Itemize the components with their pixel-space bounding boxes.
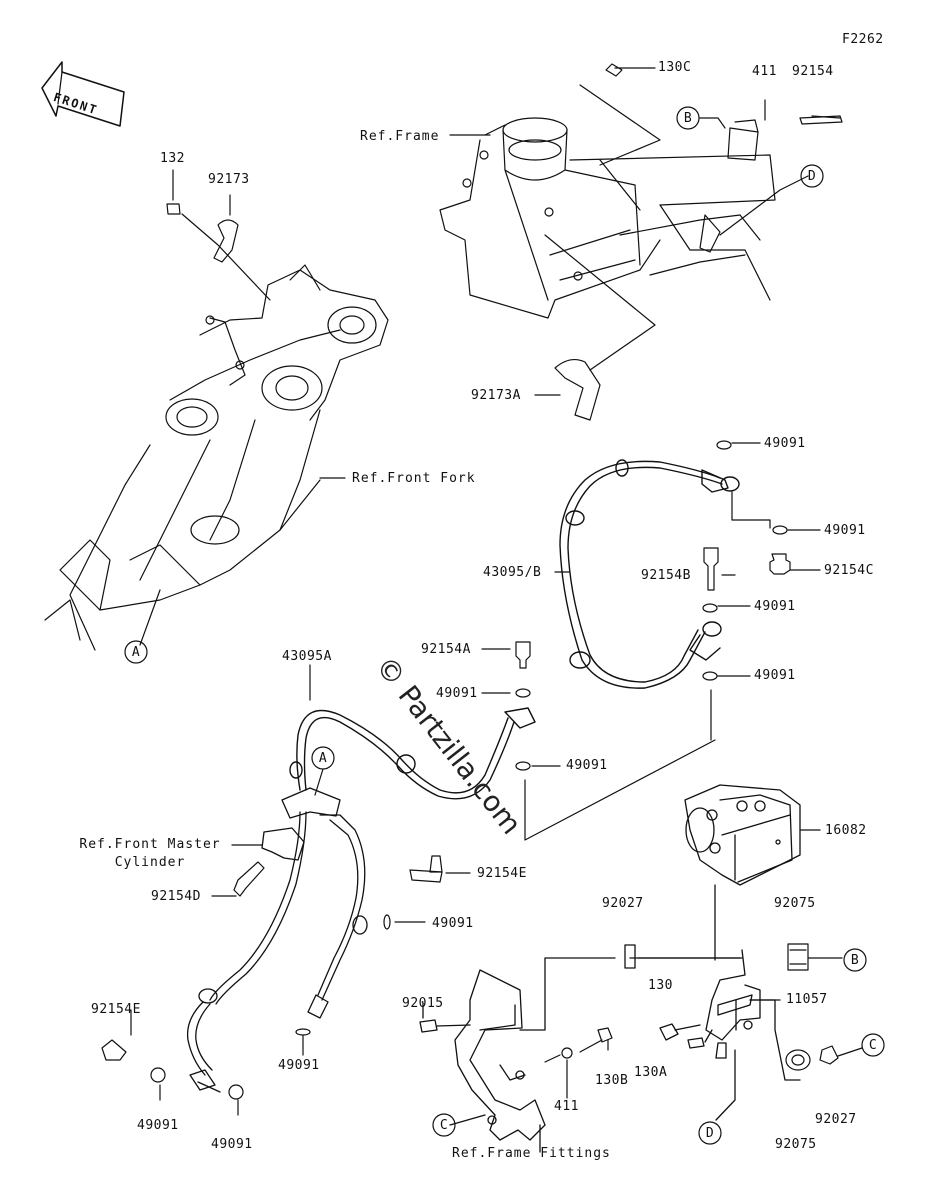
callout-a: A xyxy=(131,645,141,660)
leader-lines-top xyxy=(449,63,843,396)
part-130c: 130C xyxy=(658,60,692,75)
callout-d: D xyxy=(705,1126,715,1141)
part-49091: 49091 xyxy=(432,916,474,931)
callout-a: A xyxy=(318,751,328,766)
part-49091: 49091 xyxy=(211,1137,253,1152)
part-92154e: 92154E xyxy=(477,866,527,881)
part-130b: 130B xyxy=(595,1073,629,1088)
part-49091: 49091 xyxy=(754,599,796,614)
part-132: 132 xyxy=(160,151,185,166)
part-92027: 92027 xyxy=(602,896,644,911)
ref-front-master-cylinder: Ref.Front Master xyxy=(79,837,221,852)
part-92154d: 92154D xyxy=(151,889,201,904)
part-411: 411 xyxy=(554,1099,579,1114)
part-49091: 49091 xyxy=(754,668,796,683)
part-92154e: 92154E xyxy=(91,1002,141,1017)
front-arrow-icon xyxy=(41,61,125,127)
callout-b: B xyxy=(683,111,693,126)
part-16082: 16082 xyxy=(825,823,867,838)
part-11057: 11057 xyxy=(786,992,828,1007)
part-43095b: 43095/B xyxy=(483,565,542,580)
figure-code: F2262 xyxy=(842,32,884,47)
part-92075: 92075 xyxy=(774,896,816,911)
abs-bracket-11057 xyxy=(519,884,801,1121)
part-92075: 92075 xyxy=(775,1137,817,1152)
brake-hose-43095b xyxy=(559,459,740,689)
ref-front-fork: Ref.Front Fork xyxy=(352,471,476,486)
brake-hose-43095a xyxy=(289,707,536,800)
callout-circles xyxy=(124,106,885,1145)
ref-front-master-cylinder-line2: Cylinder xyxy=(114,855,186,870)
frame-fittings-bracket xyxy=(419,969,546,1153)
abs-hydraulic-unit xyxy=(684,784,821,886)
callout-d: D xyxy=(807,169,817,184)
callout-b: B xyxy=(850,953,860,968)
leader-lines-mid xyxy=(130,648,716,1116)
banjo-bolts xyxy=(101,115,841,1061)
part-92027: 92027 xyxy=(815,1112,857,1127)
ref-frame-fittings: Ref.Frame Fittings xyxy=(452,1146,611,1161)
part-49091: 49091 xyxy=(137,1118,179,1133)
part-92015: 92015 xyxy=(402,996,444,1011)
frame-illustration xyxy=(439,117,776,319)
part-92154a: 92154A xyxy=(421,642,471,657)
part-49091: 49091 xyxy=(436,686,478,701)
part-92173: 92173 xyxy=(208,172,250,187)
part-92173a: 92173A xyxy=(471,388,521,403)
part-49091: 49091 xyxy=(566,758,608,773)
part-92154: 92154 xyxy=(792,64,834,79)
grommets xyxy=(637,943,863,1071)
part-43095a: 43095A xyxy=(282,649,332,664)
part-411: 411 xyxy=(752,64,777,79)
part-92154c: 92154C xyxy=(824,563,874,578)
part-92154b: 92154B xyxy=(641,568,691,583)
part-130a: 130A xyxy=(634,1065,668,1080)
part-49091: 49091 xyxy=(764,436,806,451)
frame-fitting-bolts xyxy=(544,1027,613,1099)
leader-lines-fork xyxy=(139,169,346,646)
part-130: 130 xyxy=(648,978,673,993)
front-fork-illustration xyxy=(44,264,389,651)
leader-lines-right xyxy=(554,442,821,741)
callout-c: C xyxy=(439,1118,449,1133)
callout-c: C xyxy=(868,1038,878,1053)
clip-92173a-icon xyxy=(554,358,601,421)
part-49091: 49091 xyxy=(824,523,866,538)
ref-frame: Ref.Frame xyxy=(360,129,440,144)
sealing-washers xyxy=(150,440,788,1100)
part-49091: 49091 xyxy=(278,1058,320,1073)
master-cylinder-union xyxy=(186,787,368,1093)
